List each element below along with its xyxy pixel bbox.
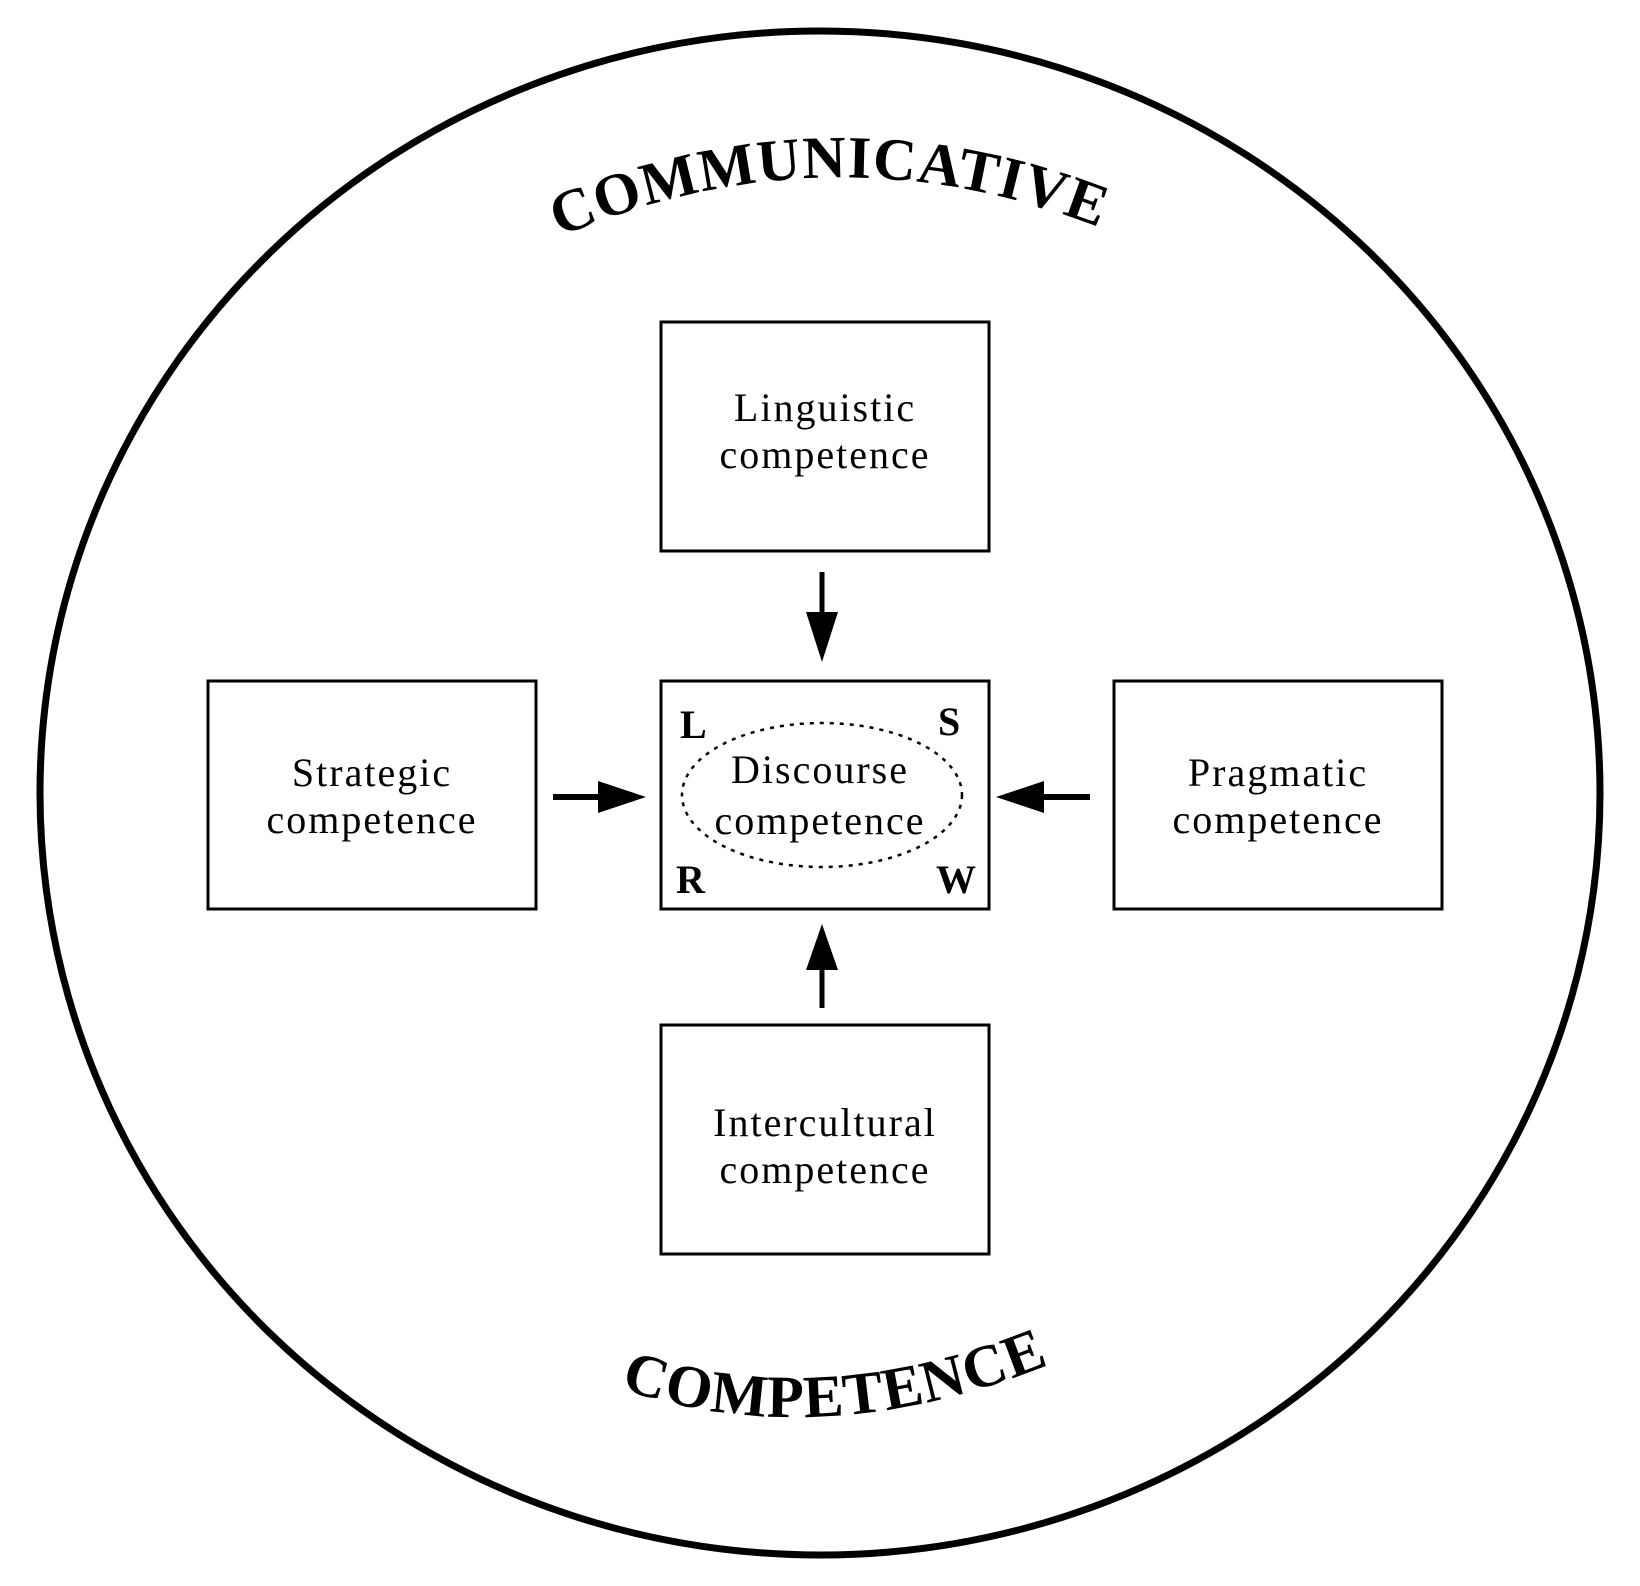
- intercultural-competence-box: Intercultural competence: [659, 1023, 991, 1256]
- strategic-label-line2: competence: [267, 797, 478, 842]
- outer-title-top-path: COMMUNICATIVE: [540, 124, 1117, 249]
- corner-letter-bl: R: [676, 857, 706, 902]
- corner-letter-tr: S: [938, 699, 960, 744]
- arrow-down-from-linguistic: [806, 572, 838, 662]
- outer-title-bottom: COMPETENCE: [616, 1315, 1054, 1431]
- discourse-label-line1: Discourse: [731, 747, 909, 792]
- outer-circle: [36, 27, 1604, 1559]
- linguistic-label-line2: competence: [720, 432, 931, 477]
- discourse-dotted-ellipse: [680, 721, 964, 869]
- linguistic-label-line1: Linguistic: [734, 385, 916, 430]
- discourse-label-line2: competence: [715, 798, 926, 843]
- pragmatic-competence-box: Pragmatic competence: [1112, 679, 1444, 911]
- strategic-label-line1: Strategic: [292, 750, 452, 795]
- strategic-competence-box: Strategic competence: [206, 679, 538, 911]
- outer-title-top: COMMUNICATIVE: [540, 124, 1118, 249]
- pragmatic-label-line2: competence: [1173, 797, 1384, 842]
- arrow-up-from-intercultural: [806, 924, 838, 1008]
- corner-letter-br: W: [936, 857, 976, 902]
- pragmatic-label-line1: Pragmatic: [1188, 750, 1368, 795]
- outer-title-bottom-path: COMPETENCE: [616, 1315, 1053, 1431]
- discourse-competence-box: Discourse competence L S R W: [659, 679, 991, 911]
- intercultural-label-line1: Intercultural: [713, 1100, 937, 1145]
- linguistic-competence-box: Linguistic competence: [659, 320, 991, 553]
- corner-letter-tl: L: [680, 702, 707, 747]
- intercultural-label-line2: competence: [720, 1147, 931, 1192]
- arrow-left-from-pragmatic: [996, 781, 1090, 813]
- arrow-right-from-strategic: [553, 781, 646, 813]
